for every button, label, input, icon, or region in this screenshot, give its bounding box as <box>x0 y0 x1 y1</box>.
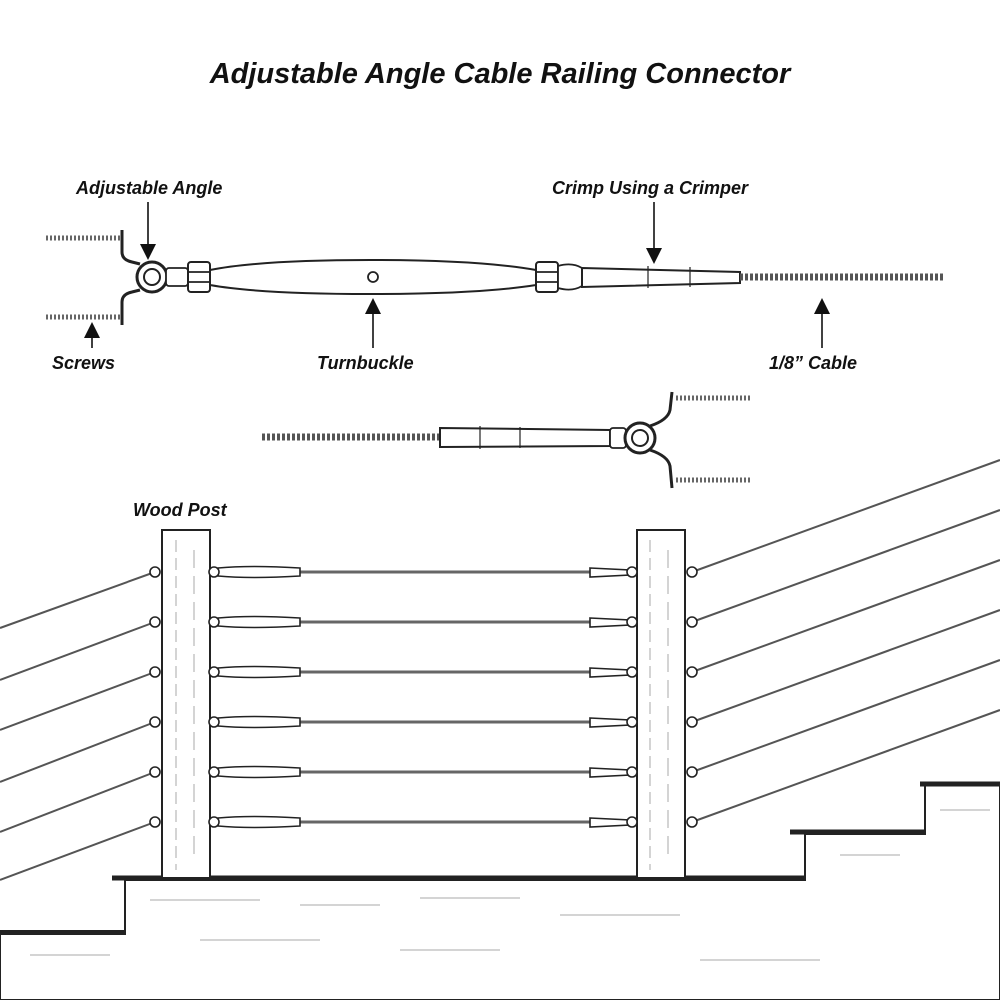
cable-run-2 <box>210 615 637 629</box>
hex-nut-left <box>187 261 211 293</box>
label-screws: Screws <box>52 353 116 373</box>
stair-texture <box>30 809 990 961</box>
cable-run-1 <box>210 565 637 579</box>
label-wood-post: Wood Post <box>133 500 227 520</box>
angle-bracket <box>120 230 141 325</box>
label-crimp: Crimp Using a Crimper <box>552 178 749 198</box>
crimp-sleeve <box>581 266 741 289</box>
label-adjustable-angle: Adjustable Angle <box>76 178 223 198</box>
callout-arrows <box>84 202 830 348</box>
wood-post-left <box>161 529 211 879</box>
post-connectors <box>149 566 698 828</box>
diagram-title: Adjustable Angle Cable Railing Connector <box>209 58 791 90</box>
stairs <box>0 781 1000 1000</box>
angled-cables-left <box>0 571 156 881</box>
connector-assembly <box>46 230 945 325</box>
label-turnbuckle: Turnbuckle <box>317 353 414 373</box>
wood-post-right <box>636 529 686 879</box>
cable-run-4 <box>210 715 637 729</box>
cable-run-6 <box>210 815 637 829</box>
connector-detail-2 <box>262 391 752 489</box>
cable-run-5 <box>210 765 637 779</box>
horizontal-cables <box>210 565 637 829</box>
label-cable: 1/8” Cable <box>769 353 858 373</box>
cable-run-3 <box>210 665 637 679</box>
hex-nut-right <box>535 261 559 293</box>
angled-cables-right <box>691 459 1000 823</box>
